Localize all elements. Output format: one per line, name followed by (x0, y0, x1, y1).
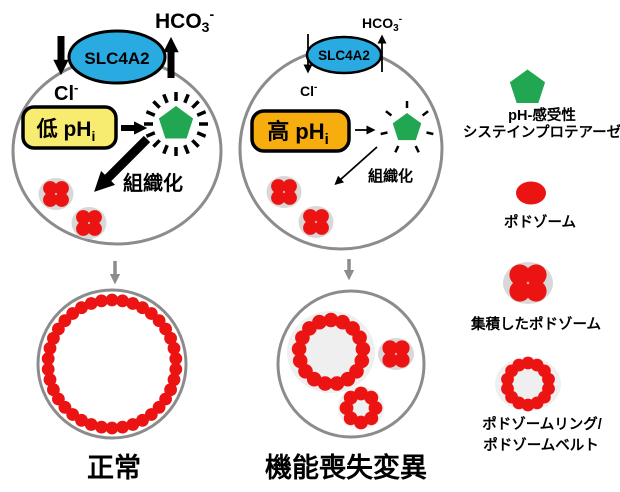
protease-pentagon-active (144, 92, 208, 156)
pentagon-icon (158, 106, 194, 139)
cl-label: Cl- (300, 82, 317, 99)
mutant-cell-bottom: 機能喪失変異 (265, 289, 427, 483)
low-ph-label: 低 pHi (36, 117, 96, 144)
ring-dots (291, 312, 371, 391)
legend-podosome-icon (516, 181, 546, 205)
cluster-background (38, 178, 74, 210)
cluster-dots (271, 179, 297, 205)
ring-dots (339, 386, 383, 430)
legend-cluster-label: 集積したポドゾーム (470, 315, 601, 333)
mutant-label: 機能喪失変異 (265, 452, 427, 483)
organization-label: 組織化 (368, 167, 413, 185)
low-ph-box (21, 105, 118, 150)
legend-podosome-label: ポドゾーム (504, 213, 576, 231)
podosome-belt-ring (41, 293, 183, 435)
slc4a2-label: SLC4A2 (84, 49, 149, 68)
mutant-cell-top: SLC4A2 HCO3- Cl- 高 pHi 組織化 (238, 14, 444, 251)
cell-membrane (11, 56, 223, 246)
activity-burst-weak (380, 101, 434, 153)
organization-arrow-weak (334, 146, 378, 185)
cluster-dots (509, 264, 547, 302)
hco3-label: HCO3- (155, 6, 214, 35)
podosome-cluster (38, 178, 74, 210)
podosome-cluster (266, 176, 302, 208)
cluster-background (298, 206, 334, 238)
cluster-background (378, 338, 414, 370)
legend: pH-感受性 システインプロテアーゼ ポドゾーム 集積したポドゾーム ポドゾーム… (463, 69, 620, 454)
legend-protease-icon (509, 69, 546, 103)
slc4a2-transporter (305, 35, 383, 75)
cluster-dots (303, 209, 329, 235)
podosome-cluster (71, 207, 107, 239)
activity-burst (144, 92, 208, 156)
legend-protease-label-line2: システインプロテアーゼ (463, 123, 620, 141)
hco3-label: HCO3- (362, 14, 402, 34)
normal-cell-top: SLC4A2 HCO3- Cl- 低 pHi 組織化 (11, 6, 223, 246)
podosome-ring-small (338, 386, 384, 430)
podosome-cluster (298, 206, 334, 238)
cell-membrane (36, 288, 188, 440)
ring-dots (501, 356, 555, 412)
cluster-dots (76, 210, 102, 236)
legend-ring-icon (495, 356, 561, 412)
legend-cluster-icon (503, 262, 553, 304)
cl-label: Cl- (54, 80, 78, 105)
normal-cell-bottom: 正常 (36, 288, 188, 483)
cluster-background (71, 207, 107, 239)
protease-pentagon-weak (380, 101, 434, 153)
cluster-dots (43, 181, 69, 207)
legend-protease-label-line1: pH-感受性 (508, 106, 576, 124)
podosome-cluster (378, 338, 414, 370)
cluster-dots (382, 340, 410, 368)
organization-label: 組織化 (123, 171, 183, 195)
slc4a2-transporter (67, 29, 167, 85)
slc4a2-label: SLC4A2 (318, 48, 370, 63)
legend-ring-label-line1: ポドゾームリング/ (482, 415, 602, 433)
high-ph-label: 高 pHi (267, 119, 329, 148)
pentagon-icon (392, 113, 422, 141)
cluster-background (266, 176, 302, 208)
high-ph-box (250, 109, 351, 153)
pentagon-icon (509, 69, 546, 103)
podosome-ring-large (287, 311, 375, 393)
organization-arrow (94, 135, 151, 192)
normal-label: 正常 (87, 453, 141, 483)
legend-ring-label-line2: ポドゾームベルト (483, 436, 599, 454)
